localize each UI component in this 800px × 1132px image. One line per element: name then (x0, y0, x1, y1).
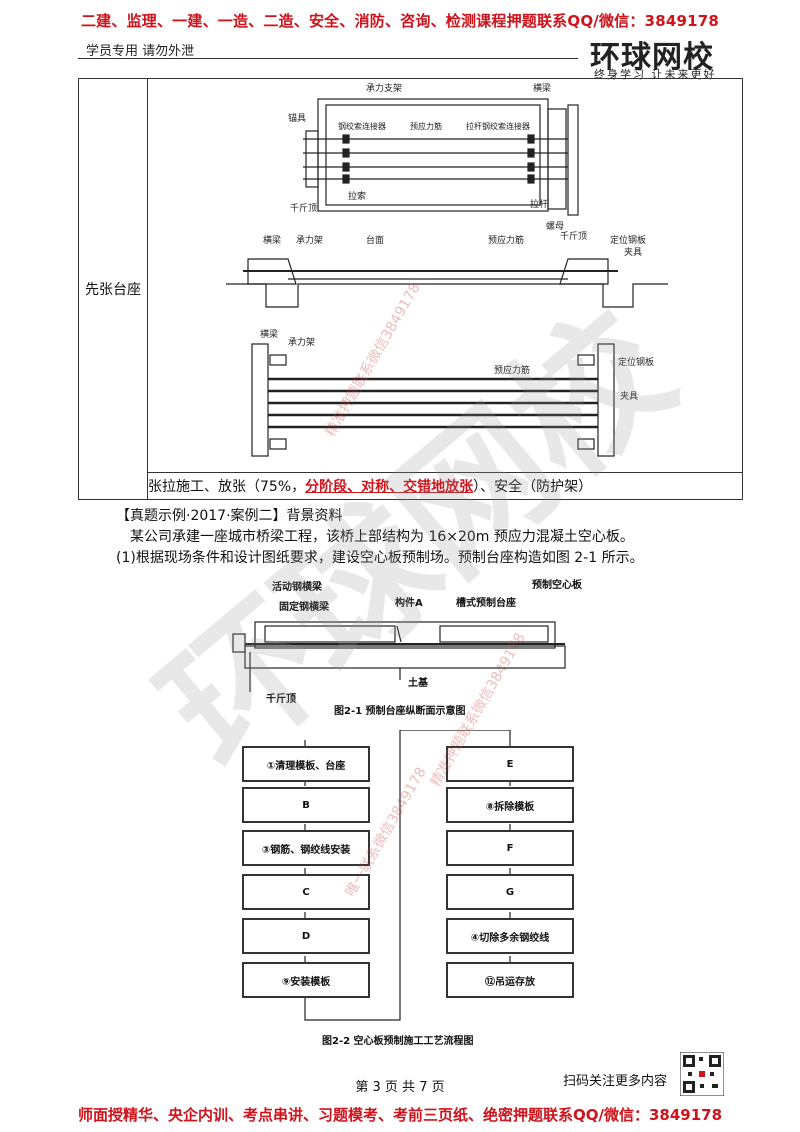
svg-text:拉索: 拉索 (348, 190, 366, 202)
svg-text:台面: 台面 (366, 234, 384, 246)
svg-text:承力架: 承力架 (296, 234, 323, 246)
svg-text:千斤顶: 千斤顶 (290, 203, 317, 214)
svg-text:定位钢板: 定位钢板 (618, 356, 654, 368)
flow-step-right-3: F (446, 830, 574, 866)
subheader: 学员专用 请勿外泄 (86, 44, 195, 59)
label-jack: 千斤顶 (266, 694, 296, 705)
svg-text:钢绞索连接器: 钢绞索连接器 (338, 121, 386, 131)
fig-2-1-caption: 图2-1 预制台座纵断面示意图 (334, 706, 466, 717)
flow-step-left-4: C (242, 874, 370, 910)
label-member-a: 构件A (395, 598, 423, 609)
svg-text:夹具: 夹具 (624, 246, 642, 258)
label-movable-beam: 活动钢横梁 (272, 582, 322, 593)
tension-note: 张拉施工、放张（75%，分阶段、对称、交错地放张）、安全（防护架） (147, 472, 743, 500)
flow-step-left-3: ③钢筋、钢绞线安装 (242, 830, 370, 866)
svg-text:横梁: 横梁 (263, 234, 281, 246)
svg-text:锚具: 锚具 (288, 112, 306, 124)
diagram-cell: 承力支架 横梁 锚具 钢绞索连接器 预应力筋 拉杆钢绞索连接器 千斤顶 拉索 拉… (147, 78, 743, 473)
flow-step-right-5: ④切除多余钢绞线 (446, 918, 574, 954)
svg-text:承力架: 承力架 (288, 336, 315, 348)
svg-text:夹具: 夹具 (620, 390, 638, 402)
svg-text:拉杆钢绞索连接器: 拉杆钢绞索连接器 (466, 121, 530, 131)
flow-step-right-4: G (446, 874, 574, 910)
tension-prefix: 张拉施工、放张（75%， (148, 479, 306, 495)
svg-text:横梁: 横梁 (533, 82, 551, 94)
label-soil: 土基 (408, 678, 428, 689)
case-line2: (1)根据现场条件和设计图纸要求，建设空心板预制场。预制台座构造如图 2-1 所… (116, 550, 644, 566)
flow-step-left-2: B (242, 787, 370, 823)
case-title: 【真题示例·2017·案例二】背景资料 (116, 508, 343, 524)
svg-text:拉杆: 拉杆 (530, 198, 548, 210)
flow-step-right-6: ⑫吊运存放 (446, 962, 574, 998)
label-fixed-beam: 固定钢横梁 (279, 602, 329, 613)
flow-step-left-1: ①清理模板、台座 (242, 746, 370, 782)
label-trough: 槽式预制台座 (456, 598, 516, 609)
label-hollow-slab: 预制空心板 (532, 580, 582, 591)
svg-text:预应力筋: 预应力筋 (410, 121, 442, 131)
svg-text:螺母: 螺母 (546, 221, 564, 232)
flow-step-right-2: ⑧拆除模板 (446, 787, 574, 823)
svg-text:定位钢板: 定位钢板 (610, 234, 646, 246)
svg-text:横梁: 横梁 (260, 328, 278, 340)
tension-suffix: ）、安全（防护架） (473, 479, 593, 495)
svg-text:预应力筋: 预应力筋 (494, 364, 530, 376)
pretension-bed-diagrams: 承力支架 横梁 锚具 钢绞索连接器 预应力筋 拉杆钢绞索连接器 千斤顶 拉索 拉… (226, 82, 668, 457)
scan-text: 扫码关注更多内容 (563, 1074, 668, 1089)
flow-step-right-1: E (446, 746, 574, 782)
footer-banner: 师面授精华、央企内训、考点串讲、习题模考、考前三页纸、绝密押题联系QQ/微信：3… (77, 1106, 723, 1124)
logo: 环球网校 (590, 40, 714, 75)
page-number: 第 3 页 共 7 页 (355, 1080, 445, 1095)
qr-code-icon (680, 1052, 724, 1096)
tension-highlight: 分阶段、对称、交错地放张 (305, 479, 474, 495)
logo-tagline: 终身学习 让未来更好 (594, 68, 717, 81)
flow-step-left-6: ⑨安装模板 (242, 962, 370, 998)
row-label: 先张台座 (78, 78, 148, 500)
flow-step-left-5: D (242, 918, 370, 954)
top-banner: 二建、监理、一建、一造、二造、安全、消防、咨询、检测课程押题联系QQ/微信：38… (80, 12, 720, 30)
label-support: 承力支架 (366, 82, 402, 94)
header-rule (78, 58, 578, 59)
fig-2-2-caption: 图2-2 空心板预制施工工艺流程图 (322, 1036, 474, 1047)
svg-text:千斤顶: 千斤顶 (560, 231, 587, 242)
pretension-table: 先张台座 (78, 78, 743, 500)
fig-2-1-diagram (232, 621, 566, 692)
svg-text:预应力筋: 预应力筋 (488, 234, 524, 246)
case-line1: 某公司承建一座城市桥梁工程，该桥上部结构为 16×20m 预应力混凝土空心板。 (130, 529, 634, 545)
